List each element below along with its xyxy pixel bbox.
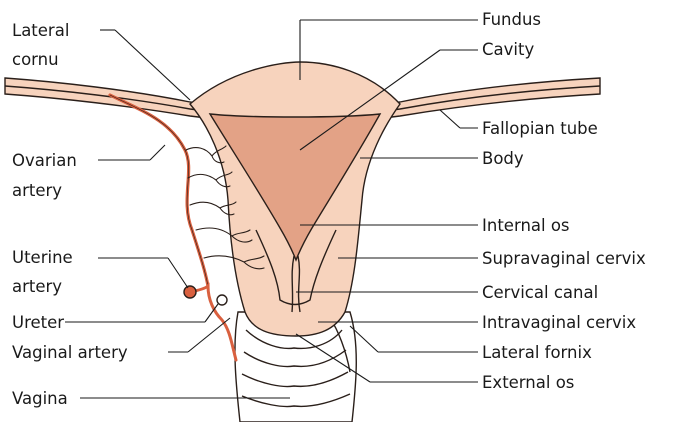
label-lateral-cornu-1: Lateral (12, 21, 69, 40)
label-supravaginal-cervix: Supravaginal cervix (482, 249, 646, 268)
label-ovarian-artery-1: Ovarian (12, 151, 77, 170)
label-lateral-cornu-2: cornu (12, 50, 59, 69)
label-cervical-canal: Cervical canal (482, 283, 598, 302)
label-ovarian-artery-2: artery (12, 181, 62, 200)
uterine-artery (190, 286, 236, 360)
label-external-os: External os (482, 373, 574, 392)
ovarian-artery (110, 95, 208, 286)
label-vaginal-artery: Vaginal artery (12, 343, 128, 362)
label-fundus: Fundus (482, 10, 541, 29)
label-intravaginal-cervix: Intravaginal cervix (482, 313, 636, 332)
uterine-artery-cut-end (184, 286, 196, 298)
label-fallopian-tube: Fallopian tube (482, 119, 598, 138)
label-uterine-artery-2: artery (12, 277, 62, 296)
label-ureter: Ureter (12, 313, 64, 332)
ureter (217, 295, 227, 305)
label-vagina: Vagina (12, 389, 68, 408)
label-cavity: Cavity (482, 40, 534, 59)
label-lateral-fornix: Lateral fornix (482, 343, 592, 362)
label-internal-os: Internal os (482, 216, 570, 235)
label-uterine-artery-1: Uterine (12, 248, 73, 267)
label-body: Body (482, 149, 524, 168)
